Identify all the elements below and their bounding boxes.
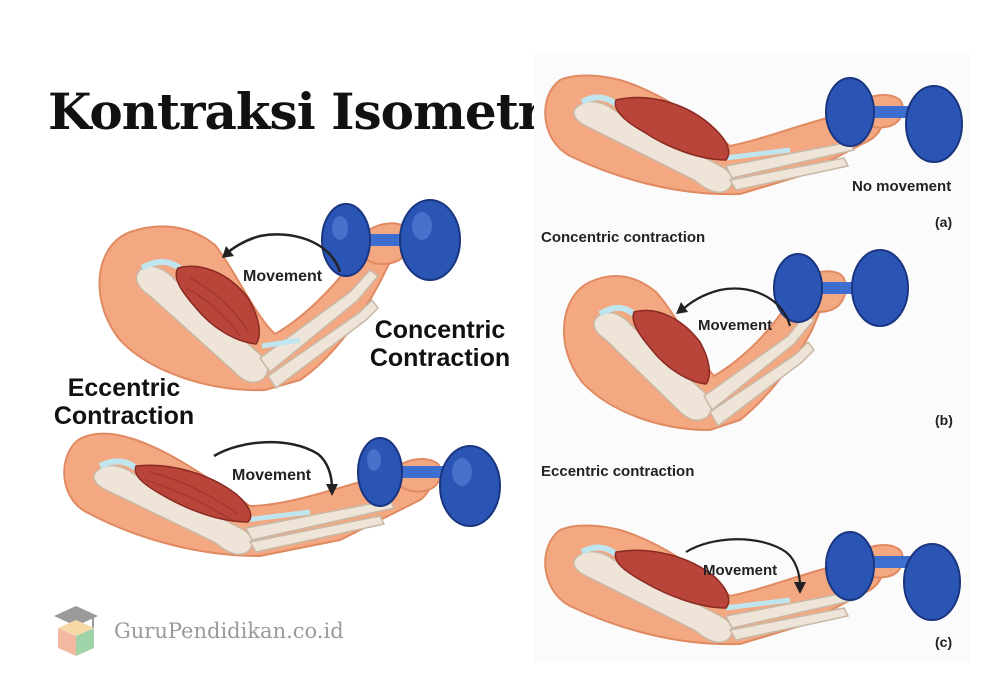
figure-tag-b: (b)	[935, 412, 953, 428]
biceps-muscle	[175, 265, 261, 345]
figure-tag-a: (a)	[935, 214, 953, 230]
dumbbell-plate-left	[825, 531, 875, 601]
tendon-lower	[725, 597, 791, 611]
movement-label-eccentric: Movement	[232, 467, 312, 484]
dumbbell-plate-right	[903, 543, 961, 621]
radius-bone	[244, 499, 396, 541]
humerus-bone	[573, 550, 733, 644]
graduation-box-logo-icon	[54, 606, 98, 656]
tendon-lower	[245, 509, 311, 523]
watermark-text: GuruPendidikan.co.id	[114, 619, 344, 643]
tendon-lower	[261, 337, 301, 349]
tendon	[98, 458, 138, 471]
eccentric-contraction-heading: Eccentric contraction	[541, 463, 695, 480]
tendon-lower	[725, 147, 791, 161]
humerus-bone	[135, 265, 269, 384]
concentric-contraction-label: Concentric Contraction	[369, 316, 511, 372]
movement-label-concentric: Movement	[243, 268, 323, 285]
no-movement-label: No movement	[852, 178, 952, 195]
movement-label-b: Movement	[698, 317, 773, 334]
tendon	[140, 259, 182, 271]
ulna-bone	[266, 298, 379, 390]
movement-arrow	[223, 233, 342, 273]
tendon	[580, 544, 618, 557]
radius-bone	[258, 268, 380, 374]
page-title: Kontraksi Isometrik	[48, 82, 596, 141]
biceps-muscle	[632, 309, 711, 385]
movement-label-c: Movement	[703, 562, 778, 579]
figure-tag-c: (c)	[935, 634, 953, 650]
ulna-bone	[709, 340, 815, 428]
ulna-bone	[248, 515, 386, 553]
movement-arrow	[213, 440, 334, 489]
ulna-bone	[728, 157, 850, 191]
humerus-bone	[573, 100, 733, 194]
humerus-bone	[93, 464, 253, 556]
arm-eccentric-c	[544, 524, 961, 646]
dumbbell-plate-right	[905, 85, 963, 163]
arm-concentric-b	[562, 249, 909, 432]
movement-arrow	[679, 287, 792, 327]
tendon	[598, 305, 636, 317]
radius-bone	[724, 141, 856, 179]
arm-isometric-a	[544, 74, 963, 196]
dumbbell-plate-left	[825, 77, 875, 147]
biceps-muscle	[614, 96, 730, 161]
movement-arrow	[685, 538, 802, 587]
humerus-bone	[593, 311, 713, 422]
ulna-bone	[728, 607, 850, 641]
tendon	[580, 94, 618, 107]
eccentric-contraction-label: Eccentric Contraction	[53, 374, 195, 430]
biceps-muscle	[134, 464, 252, 523]
dumbbell-plate-right	[851, 249, 909, 327]
concentric-contraction-heading: Concentric contraction	[541, 229, 706, 246]
biceps-muscle	[614, 549, 730, 609]
dumbbell-plate-left	[773, 253, 823, 323]
